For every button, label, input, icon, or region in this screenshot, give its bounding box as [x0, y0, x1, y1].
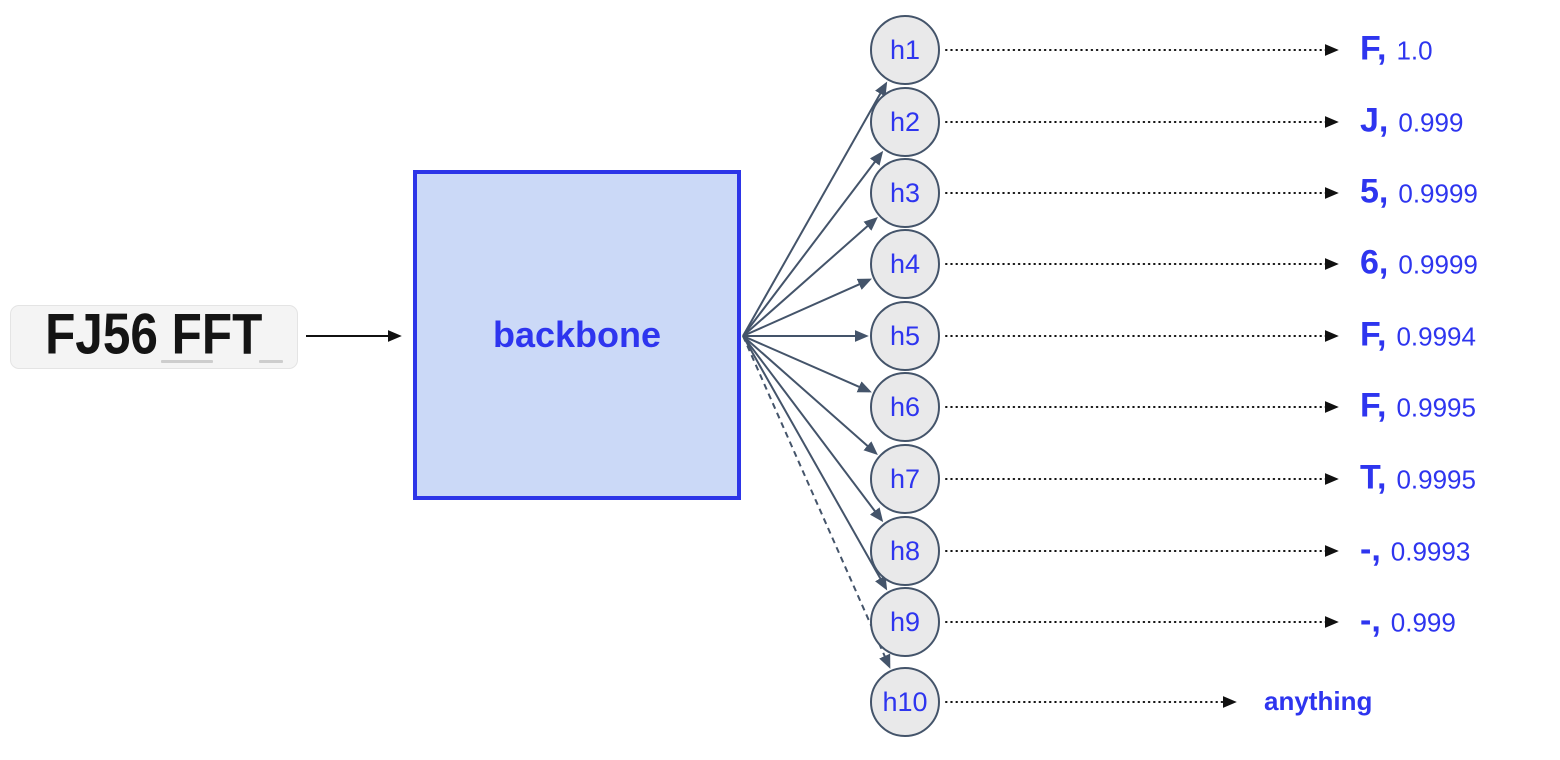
output-label-h10: anything	[1264, 688, 1372, 714]
output-char: J,	[1360, 101, 1389, 140]
output-label-h4: 6, 0.9999	[1360, 246, 1478, 280]
hidden-node-label: h3	[889, 177, 921, 208]
plate-fine-print	[161, 360, 213, 363]
fanout-arrow-h2	[742, 150, 884, 337]
output-prob: 0.9999	[1398, 178, 1478, 209]
hidden-node-h6: h6	[870, 372, 940, 442]
hidden-node-h5: h5	[870, 301, 940, 371]
output-label-h9: -, 0.999	[1360, 604, 1456, 638]
output-prob: 0.9995	[1396, 392, 1476, 423]
output-prob: 0.9993	[1390, 536, 1471, 567]
backbone-label: backbone	[492, 314, 662, 355]
hidden-node-label: h1	[889, 34, 921, 65]
output-label-h3: 5, 0.9999	[1360, 175, 1478, 209]
hidden-node-label: h9	[889, 606, 921, 637]
license-plate-text: FJ56 FFT	[45, 301, 263, 366]
fanout-arrow-h6	[742, 335, 872, 393]
output-char: F,	[1360, 386, 1387, 425]
hidden-node-h3: h3	[870, 158, 940, 228]
output-prob: 0.999	[1398, 107, 1464, 138]
output-prob: 1.0	[1396, 35, 1433, 66]
output-label-h5: F, 0.9994	[1360, 318, 1476, 352]
output-char: -,	[1360, 530, 1381, 569]
backbone-box: backbone	[413, 170, 741, 500]
hidden-node-label: h5	[889, 320, 921, 351]
hidden-node-label: h7	[889, 463, 921, 494]
plate-fine-print	[259, 360, 283, 363]
hidden-node-h10: h10	[870, 667, 940, 737]
hidden-node-label: h8	[889, 535, 921, 566]
output-prob: 0.9999	[1398, 249, 1478, 280]
output-char: T,	[1360, 458, 1387, 497]
hidden-node-h4: h4	[870, 229, 940, 299]
output-char: 6,	[1360, 243, 1389, 282]
hidden-node-label: h2	[889, 106, 921, 137]
fanout-arrow-h3	[742, 216, 878, 337]
output-prob: 0.9994	[1396, 321, 1476, 352]
output-char: F,	[1360, 315, 1387, 354]
fanout-arrow-h4	[742, 278, 872, 337]
hidden-node-h2: h2	[870, 87, 940, 157]
output-label-h6: F, 0.9995	[1360, 389, 1476, 423]
hidden-node-h7: h7	[870, 444, 940, 514]
output-char: -,	[1360, 601, 1381, 640]
hidden-node-h9: h9	[870, 587, 940, 657]
hidden-node-label: h6	[889, 391, 921, 422]
fanout-arrow-h9	[742, 335, 888, 591]
hidden-node-label: h4	[889, 248, 921, 279]
fanout-arrow-h1	[742, 81, 888, 337]
hidden-node-h1: h1	[870, 15, 940, 85]
output-label-h2: J, 0.999	[1360, 104, 1463, 138]
hidden-node-h8: h8	[870, 516, 940, 586]
output-label-h8: -, 0.9993	[1360, 533, 1470, 567]
output-prob: 0.9995	[1396, 464, 1476, 495]
fanout-arrow-h8	[742, 335, 884, 523]
output-char: 5,	[1360, 172, 1389, 211]
output-label-h7: T, 0.9995	[1360, 461, 1476, 495]
output-prob: 0.999	[1390, 607, 1456, 638]
fanout-arrow-h10	[742, 335, 891, 669]
fanout-arrow-h7	[742, 335, 878, 456]
output-label-h1: F, 1.0	[1360, 32, 1433, 66]
output-char: anything	[1264, 685, 1373, 716]
hidden-node-label: h10	[882, 686, 928, 717]
output-char: F,	[1360, 29, 1387, 68]
license-plate: FJ56 FFT	[10, 305, 298, 369]
